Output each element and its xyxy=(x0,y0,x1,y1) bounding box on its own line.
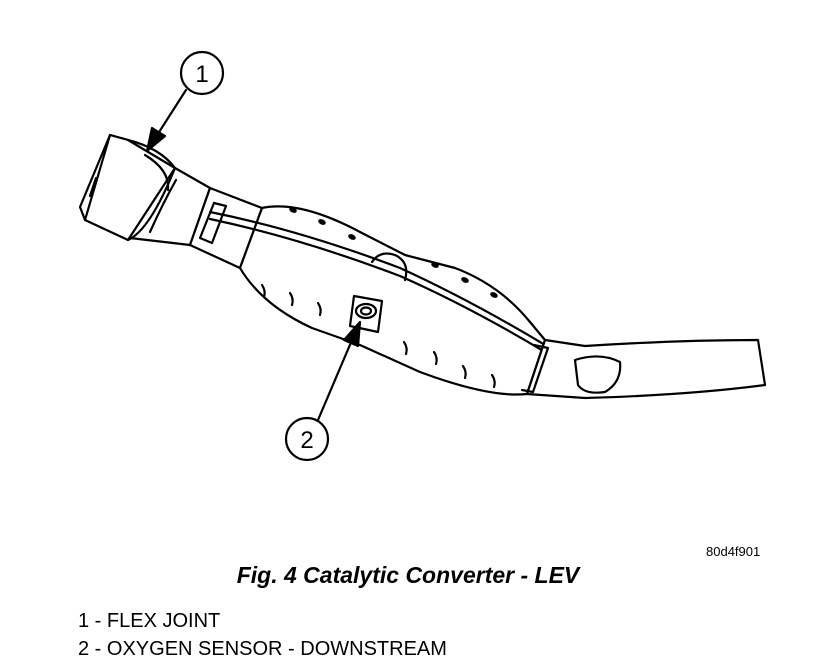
legend-item: 2 - OXYGEN SENSOR - DOWNSTREAM xyxy=(78,635,447,663)
legend: 1 - FLEX JOINT 2 - OXYGEN SENSOR - DOWNS… xyxy=(78,607,447,663)
outlet-pipe xyxy=(520,338,767,400)
figure-id: 80d4f901 xyxy=(706,544,761,559)
legend-item: 1 - FLEX JOINT xyxy=(78,607,447,635)
legend-separator: - xyxy=(89,610,107,632)
converter-body xyxy=(208,205,547,396)
flex-joint xyxy=(78,133,212,247)
legend-separator: - xyxy=(89,638,107,660)
legend-label: FLEX JOINT xyxy=(106,610,221,632)
callout-1 xyxy=(145,50,225,153)
callout-1-number: 1 xyxy=(195,61,208,88)
figure-caption: Fig. 4 Catalytic Converter - LEV xyxy=(236,562,580,588)
catalytic-converter-illustration: 1 2 xyxy=(78,50,767,462)
legend-label: OXYGEN SENSOR - DOWNSTREAM xyxy=(106,638,447,660)
legend-number: 1 xyxy=(78,610,90,632)
callout-2 xyxy=(284,320,362,462)
callout-2-number: 2 xyxy=(300,427,313,454)
legend-number: 2 xyxy=(78,638,90,660)
